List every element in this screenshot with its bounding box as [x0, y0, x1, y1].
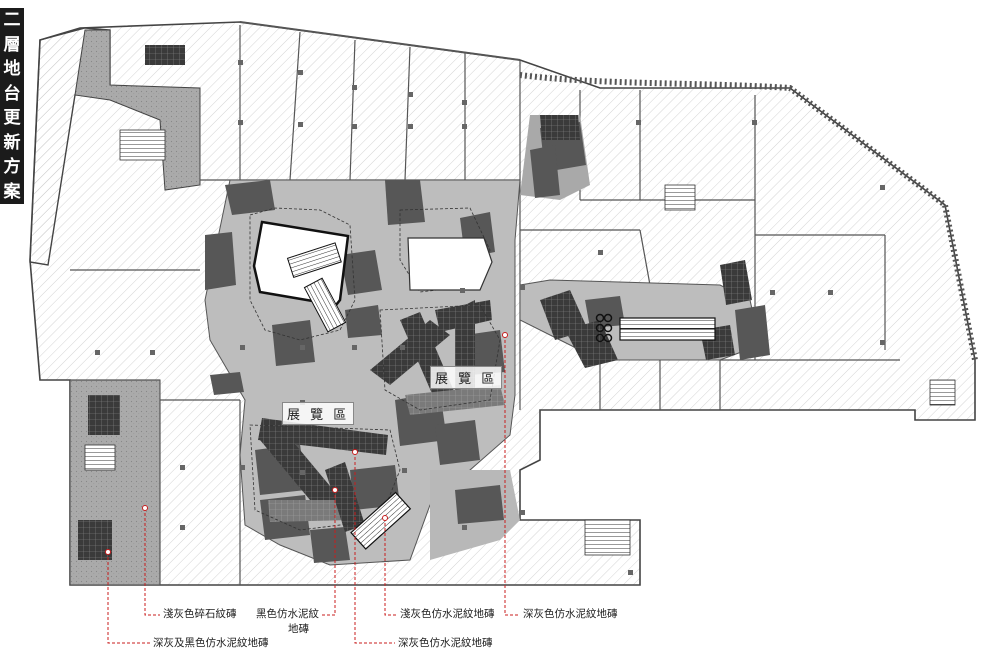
- columns: [595, 313, 613, 343]
- legend-black-cement-line2: 地磚: [288, 623, 309, 635]
- legend-dark-grey-cement-right: 深灰色仿水泥紋地磚: [523, 608, 618, 620]
- legend-black-cement-line1: 黑色仿水泥紋: [256, 608, 319, 620]
- title-char: 新: [3, 132, 21, 153]
- title-char: 二: [3, 10, 21, 30]
- title-char: 方: [3, 157, 21, 177]
- legend-light-grey-cement: 淺灰色仿水泥紋地磚: [400, 608, 495, 620]
- structural-pillars: [95, 60, 885, 575]
- plan-title: 二 層 地 台 更 新 方 案: [0, 8, 24, 204]
- title-char: 層: [3, 34, 21, 55]
- escalators: [84, 129, 956, 556]
- exhibition-zone-label-west: 展 覽 區: [282, 402, 355, 425]
- legend-dark-grey-black-cement: 深灰及黑色仿水泥紋地磚: [153, 637, 269, 649]
- legend-leaders: [107, 335, 520, 644]
- legend-light-grey-gravel: 淺灰色碎石紋磚: [163, 608, 237, 620]
- title-char: 案: [3, 181, 21, 202]
- title-char: 地: [3, 59, 21, 79]
- legend-leader-dots: [105, 332, 508, 555]
- title-char: 更: [3, 108, 21, 128]
- title-char: 台: [3, 83, 21, 104]
- exhibition-zone-label-east: 展 覽 區: [430, 366, 503, 389]
- legend-dark-grey-cement-bottom: 深灰色仿水泥紋地磚: [398, 637, 493, 649]
